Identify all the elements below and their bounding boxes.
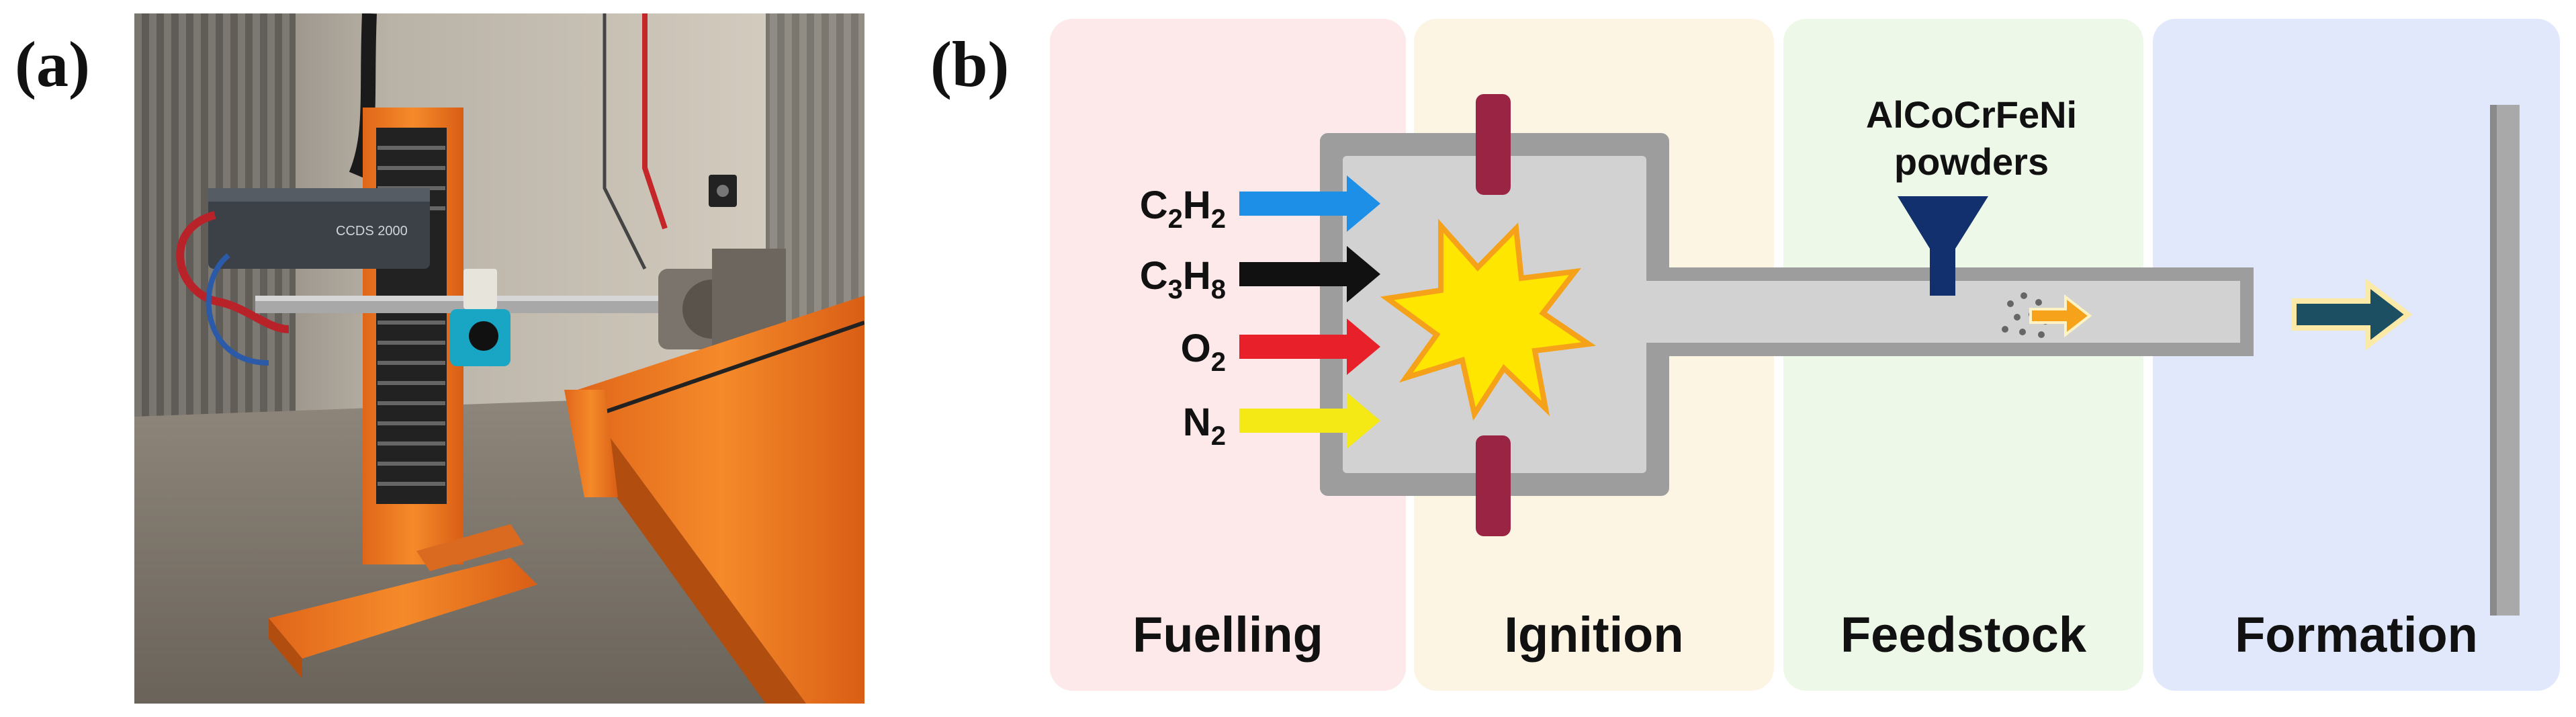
machine-brand-text: CCDS 2000 <box>336 224 408 239</box>
equipment-photo-illustration: CCDS 2000 <box>134 13 865 704</box>
stage-panel-fuelling <box>1050 19 1406 691</box>
equipment-photo: CCDS 2000 <box>134 13 865 704</box>
ignition-flame-icon <box>1380 218 1597 421</box>
stage-title-feedstock: Feedstock <box>1840 607 2087 663</box>
bottom-electrode <box>1476 435 1511 536</box>
powder-label-line1: AlCoCrFeNi <box>1866 93 2077 136</box>
stage-title-formation: Formation <box>2235 607 2478 663</box>
gas-label-0: C2H2 <box>1140 183 1226 234</box>
stage-title-fuelling: Fuelling <box>1132 607 1323 663</box>
stage-panel-formation <box>2153 19 2560 691</box>
top-electrode <box>1476 94 1511 195</box>
powder-label-line2: powders <box>1894 140 2049 183</box>
gas-label-2: O2 <box>1181 327 1226 377</box>
stage-titles: Fuelling Ignition Feedstock Formation <box>1132 607 2478 663</box>
panel-a-label: (a) <box>15 28 90 100</box>
gas-arrow-1 <box>1239 246 1380 302</box>
panel-b-label: (b) <box>930 28 1010 100</box>
gas-arrow-2 <box>1239 319 1380 375</box>
substrate-plate <box>2497 105 2520 616</box>
gas-arrow-3 <box>1239 392 1380 449</box>
gas-label-3: N2 <box>1183 400 1226 451</box>
particle-flow-arrow-icon <box>2029 294 2092 338</box>
gas-arrow-0 <box>1239 175 1380 232</box>
gas-label-1: C3H8 <box>1140 254 1226 304</box>
powder-funnel-icon <box>1898 196 1988 296</box>
spray-exit-arrow-icon <box>2291 278 2413 351</box>
stage-title-ignition: Ignition <box>1504 607 1683 663</box>
